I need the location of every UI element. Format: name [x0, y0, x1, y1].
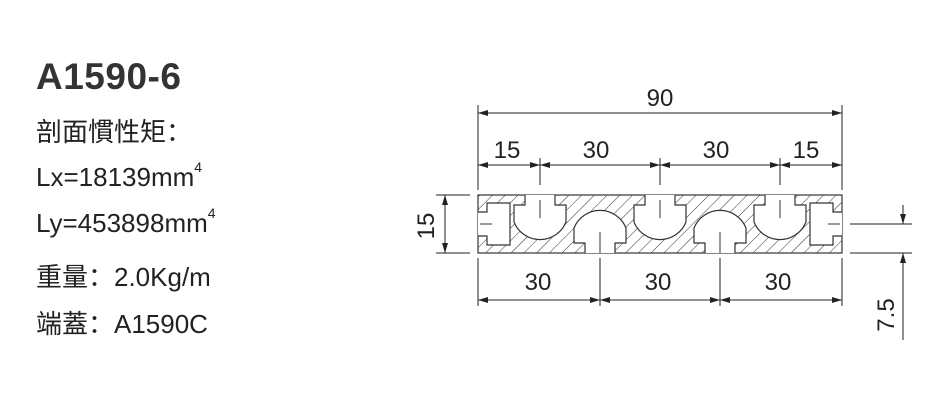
ly-text: Ly=453898mm — [36, 208, 208, 238]
dim-top-3: 30 — [703, 137, 730, 164]
inertia-label: 剖面慣性矩： — [36, 117, 193, 147]
dim-slot-offset: 7.5 — [873, 298, 900, 331]
dimension-lines — [436, 105, 912, 340]
lx-value: Lx=18139mm4 — [36, 159, 203, 193]
left-end-slot — [478, 202, 511, 246]
dim-bottom-2: 30 — [645, 269, 672, 296]
bottom-slot — [693, 209, 747, 253]
ly-value: Ly=453898mm4 — [36, 205, 216, 239]
dim-bottom-3: 30 — [765, 269, 792, 296]
end-cap-value: 端蓋：A1590C — [36, 309, 208, 339]
bottom-slot — [573, 209, 627, 253]
dim-height: 15 — [413, 213, 440, 240]
dim-bottom-1: 30 — [525, 269, 552, 296]
weight-value: 重量：2.0Kg/m — [36, 262, 211, 292]
profile-section — [477, 194, 843, 254]
ly-exponent: 4 — [207, 205, 216, 222]
lx-exponent: 4 — [194, 159, 203, 176]
dim-top-4: 15 — [793, 137, 820, 164]
model-title: A1590-6 — [36, 56, 182, 97]
dim-top-2: 30 — [583, 137, 610, 164]
right-end-slot — [809, 202, 842, 246]
dim-overall-width: 90 — [647, 85, 674, 112]
lx-text: Lx=18139mm — [36, 162, 195, 192]
dim-top-1: 15 — [494, 137, 521, 164]
